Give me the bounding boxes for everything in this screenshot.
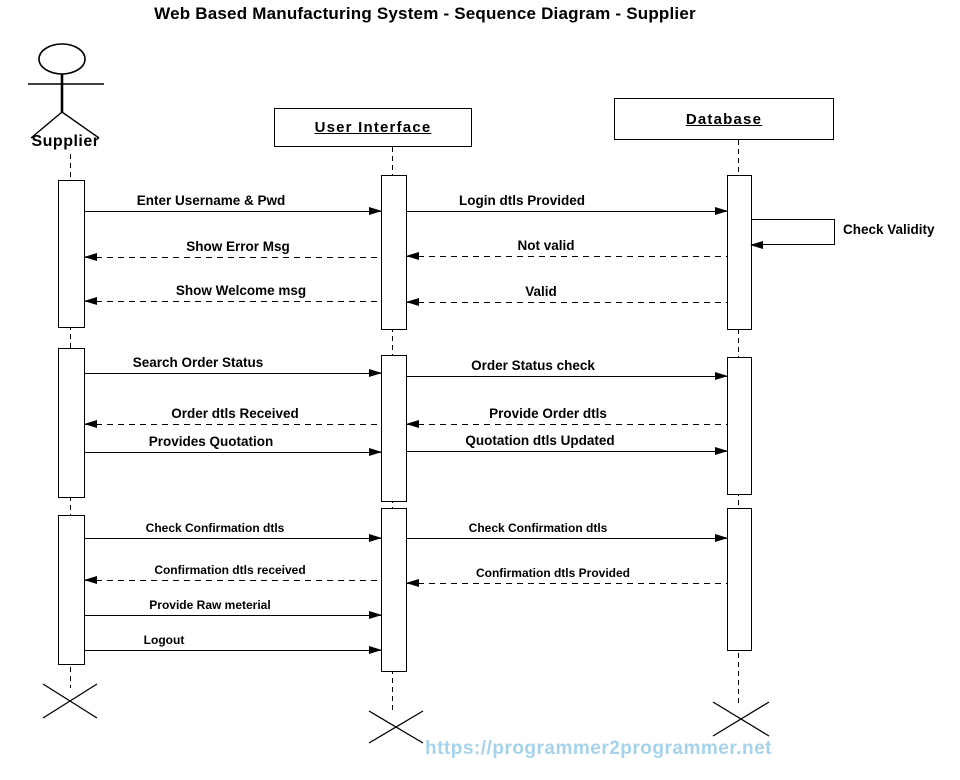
message-line [407,583,727,584]
arrowhead-left-icon [406,579,419,587]
database-activation-3 [727,508,752,651]
message-label: Confirmation dtls Provided [475,566,630,580]
message-label: Not valid [517,238,575,253]
user-interface-activation-3 [381,508,407,672]
message-label: Quotation dtls Updated [465,433,615,448]
message-line [85,301,381,302]
object-box-database: Database [614,98,834,140]
arrowhead-right-icon [715,207,728,215]
arrowhead-right-icon [715,447,728,455]
arrowhead-left-icon [84,297,97,305]
self-message-check-validity [750,219,835,249]
supplier-activation-3 [58,515,85,665]
message-label: Enter Username & Pwd [136,193,286,208]
watermark-url: https://programmer2programmer.net [425,738,772,759]
diagram-title: Web Based Manufacturing System - Sequenc… [154,4,696,23]
arrowhead-right-icon [369,646,382,654]
object-label-user-interface: User Interface [314,119,432,136]
message-line [407,256,727,257]
message-line [407,451,727,452]
message-line [85,257,381,258]
arrowhead-right-icon [715,534,728,542]
arrowhead-right-icon [369,611,382,619]
message-line [85,615,381,616]
message-label: Search Order Status [132,355,264,370]
actor-stick-figure-icon [28,43,104,139]
message-label: Confirmation dtls received [154,563,306,577]
arrowhead-right-icon [369,207,382,215]
supplier-destruction-x-icon [42,683,98,719]
message-line [85,538,381,539]
arrowhead-left-icon [84,576,97,584]
message-label: Check Confirmation dtls [468,521,608,535]
message-line [407,302,727,303]
message-label: Check Confirmation dtls [145,521,285,535]
user-interface-activation-1 [381,175,407,330]
arrowhead-left-icon [750,241,763,249]
message-line [407,424,727,425]
message-label: Logout [143,633,185,647]
arrowhead-left-icon [406,420,419,428]
arrowhead-right-icon [369,448,382,456]
self-message-label: Check Validity [843,222,935,237]
arrowhead-left-icon [406,252,419,260]
message-line [407,211,727,212]
message-label: Login dtls Provided [458,193,585,208]
message-line [85,580,381,581]
message-label: Provides Quotation [148,434,274,449]
object-label-database: Database [685,110,763,128]
message-line [85,211,381,212]
message-label: Valid [525,284,557,299]
message-label: Order dtls Received [171,406,299,421]
message-label: Show Welcome msg [175,283,307,298]
message-line [85,452,381,453]
actor-label: Supplier [31,133,100,150]
message-line [407,376,727,377]
message-label: Provide Raw meterial [149,598,271,612]
message-line [407,538,727,539]
arrowhead-right-icon [369,534,382,542]
message-label: Provide Order dtls [489,406,607,421]
arrowhead-left-icon [84,420,97,428]
user-interface-destruction-x-icon [368,710,424,744]
message-line [85,373,381,374]
database-activation-1 [727,175,752,330]
arrowhead-left-icon [84,253,97,261]
database-activation-2 [727,357,752,495]
database-destruction-x-icon [712,701,770,737]
message-line [85,424,381,425]
arrowhead-left-icon [406,298,419,306]
arrowhead-right-icon [715,372,728,380]
object-box-user-interface: User Interface [274,108,472,147]
user-interface-activation-2 [381,355,407,502]
message-label: Show Error Msg [186,239,290,254]
message-label: Order Status check [471,358,595,373]
message-line [85,650,381,651]
arrowhead-right-icon [369,369,382,377]
supplier-activation-2 [58,348,85,498]
